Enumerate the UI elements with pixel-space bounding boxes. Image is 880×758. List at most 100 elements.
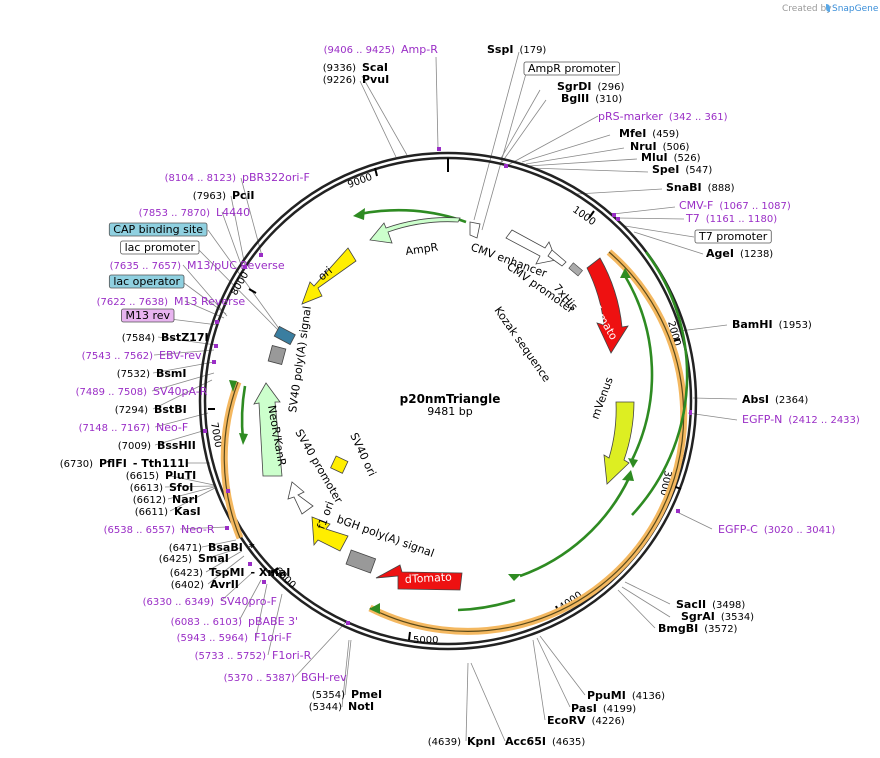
enzyme-position: (2364) (775, 395, 808, 406)
enzyme-label[interactable]: BsmI (156, 367, 187, 380)
feature-tag-label[interactable]: CAP binding site (113, 223, 203, 236)
enzyme-position: (6730) (60, 459, 93, 470)
feature-cmv-enhancer[interactable] (505, 229, 557, 265)
orf-arrowheads (229, 208, 638, 614)
feature-ampr[interactable] (369, 217, 461, 244)
primer-label[interactable]: Neo-R (181, 523, 215, 536)
primer-position: (6538 .. 6557) (104, 525, 176, 536)
enzyme-position: (7532) (117, 369, 150, 380)
enzyme-label[interactable]: PciI (232, 189, 254, 202)
enzyme-label[interactable]: SgrDI (557, 80, 591, 93)
enzyme-position: (3498) (712, 600, 745, 611)
enzyme-label[interactable]: BstZ17I (161, 331, 209, 344)
enzyme-label[interactable]: ScaI (362, 61, 388, 74)
feature-cmv-promoter[interactable] (547, 249, 567, 267)
primer-label[interactable]: BGH-rev (301, 671, 347, 684)
enzyme-label[interactable]: PasI (571, 702, 597, 715)
primer-label[interactable]: F1ori-F (254, 631, 292, 644)
primer-position: (6083 .. 6103) (171, 617, 243, 628)
primer-label[interactable]: EBV-rev (159, 349, 202, 362)
enzyme-label[interactable]: BssHII (157, 439, 196, 452)
feature-tag-label[interactable]: AmpR promoter (528, 62, 616, 75)
primer-label[interactable]: M13/pUC Reverse (187, 259, 285, 272)
enzyme-label[interactable]: MluI (641, 151, 668, 164)
enzyme-label[interactable]: TspMI (209, 566, 245, 579)
enzyme-label[interactable]: PmeI (351, 688, 382, 701)
enzyme-label[interactable]: AvrII (210, 578, 239, 591)
enzyme-position: (4226) (592, 716, 625, 727)
feature-dtomato-1[interactable] (586, 257, 629, 354)
primer-label[interactable]: Neo-F (156, 421, 188, 434)
enzyme-label[interactable]: NruI (630, 140, 657, 153)
feature-neor-kanr[interactable] (253, 382, 283, 477)
primer-position: (5733 .. 5752) (195, 651, 267, 662)
enzyme-label[interactable]: BamHI (732, 318, 773, 331)
enzyme-label[interactable]: PluTI (165, 469, 196, 482)
primer-label[interactable]: EGFP-N (742, 413, 782, 426)
feature-sv40-promoter[interactable] (287, 481, 314, 515)
enzyme-position: (7963) (193, 191, 226, 202)
primer-position: (7543 .. 7562) (82, 351, 154, 362)
primer-position: (7853 .. 7870) (139, 208, 211, 219)
enzyme-label[interactable]: NarI (172, 493, 198, 506)
feature-sv40-ori[interactable] (330, 455, 349, 474)
feature-7xhis[interactable] (568, 262, 583, 277)
enzyme-label[interactable]: BsaBI (208, 541, 243, 554)
label-box (694, 229, 772, 244)
enzyme-label[interactable]: SpeI (652, 163, 679, 176)
feature-label-dtomato-2: dTomato (404, 571, 452, 586)
feature-lac-cluster[interactable] (273, 325, 296, 346)
primer-label[interactable]: SV40pro-F (220, 595, 277, 608)
feature-f1ori[interactable] (311, 516, 349, 552)
enzyme-label[interactable]: BstBI (154, 403, 187, 416)
feature-tag-label[interactable]: M13 rev (125, 309, 170, 322)
feature-dtomato-2[interactable] (375, 564, 463, 591)
enzyme-label[interactable]: KasI (174, 505, 201, 518)
enzyme-label[interactable]: NotI (348, 700, 374, 713)
enzyme-label[interactable]: SfoI (169, 481, 193, 494)
feature-sv40-polya[interactable] (267, 344, 287, 366)
enzyme-label[interactable]: PflFI (99, 457, 127, 470)
feature-tag-label[interactable]: T7 promoter (698, 230, 768, 243)
enzyme-label[interactable]: Acc65I (505, 735, 546, 748)
enzyme-label[interactable]: SnaBI (666, 181, 702, 194)
primer-label[interactable]: F1ori-R (272, 649, 312, 662)
primer-position: (7489 .. 7508) (76, 387, 148, 398)
enzyme-position: (4635) (552, 737, 585, 748)
primer-label[interactable]: pRS-marker (598, 110, 663, 123)
enzyme-position: (526) (674, 153, 701, 164)
enzyme-label-extra: * (249, 541, 255, 554)
enzyme-label[interactable]: BglII (561, 92, 589, 105)
enzyme-label[interactable]: PpuMI (587, 689, 626, 702)
feature-mvenus[interactable] (603, 401, 635, 485)
primer-label[interactable]: EGFP-C (718, 523, 758, 536)
enzyme-position: (6425) (159, 554, 192, 565)
enzyme-label[interactable]: AgeI (706, 247, 734, 260)
enzyme-label[interactable]: SgrAI (681, 610, 715, 623)
enzyme-label[interactable]: EcoRV (547, 714, 586, 727)
primer-label[interactable]: T7 (685, 212, 700, 225)
primer-position: (6330 .. 6349) (143, 597, 215, 608)
enzyme-position: (5344) (309, 702, 342, 713)
feature-ori[interactable] (301, 247, 357, 305)
enzyme-label[interactable]: KpnI (467, 735, 495, 748)
primer-label[interactable]: CMV-F (679, 199, 713, 212)
primer-label[interactable]: M13 Reverse (174, 295, 245, 308)
feature-tag-label[interactable]: lac promoter (125, 241, 196, 254)
enzyme-label[interactable]: SacII (676, 598, 706, 611)
primer-label[interactable]: Amp-R (401, 43, 438, 56)
primer-label[interactable]: SV40pA-R (153, 385, 208, 398)
feature-bgh-polya[interactable] (345, 549, 377, 574)
enzyme-label[interactable]: MfeI (619, 127, 646, 140)
primer-label[interactable]: pBABE 3' (248, 615, 298, 628)
enzyme-label[interactable]: SspI (487, 43, 513, 56)
feature-tag-label[interactable]: lac operator (113, 275, 180, 288)
enzyme-label[interactable]: PvuI (362, 73, 389, 86)
primer-label[interactable]: pBR322ori-F (242, 171, 310, 184)
enzyme-label[interactable]: AbsI (742, 393, 769, 406)
enzyme-label[interactable]: BmgBI (658, 622, 698, 635)
enzyme-label[interactable]: SmaI (198, 552, 229, 565)
feature-ampr-promoter[interactable] (469, 221, 481, 239)
primer-label[interactable]: L4440 (216, 206, 250, 219)
